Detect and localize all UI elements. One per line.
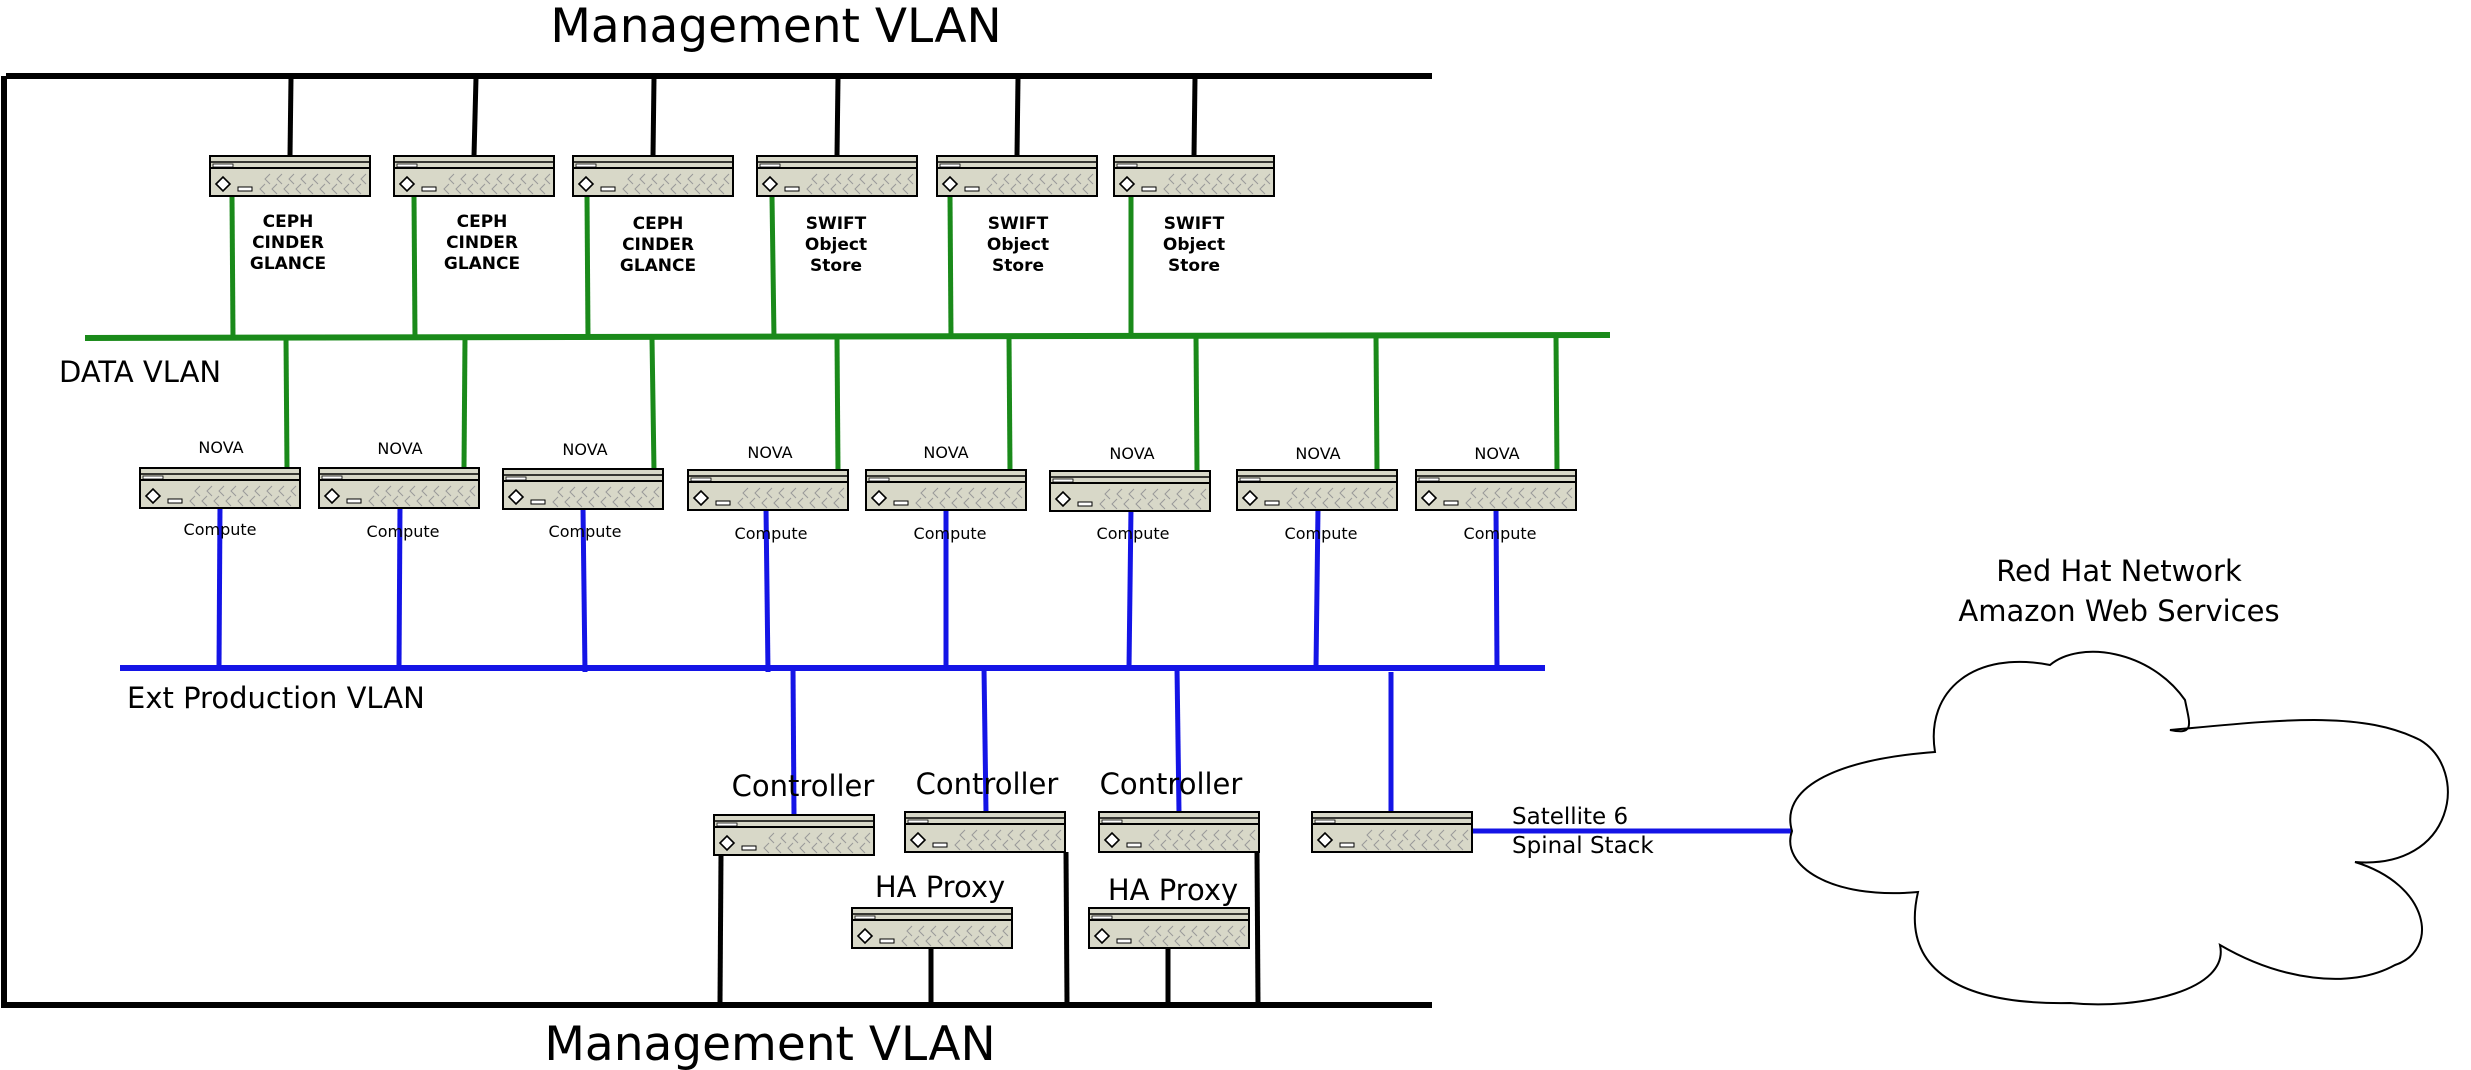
storage-server[interactable] xyxy=(1113,155,1275,197)
svg-text:Object: Object xyxy=(805,235,867,255)
compute-label: Compute xyxy=(1464,524,1537,543)
compute-server[interactable] xyxy=(1236,469,1398,511)
nova-label: NOVA xyxy=(198,438,243,457)
svg-text:Object: Object xyxy=(987,235,1049,255)
nova-label: NOVA xyxy=(1474,444,1519,463)
compute-label: Compute xyxy=(549,522,622,541)
cloud-label-line2: Amazon Web Services xyxy=(1958,594,2279,628)
nova-label: NOVA xyxy=(1295,444,1340,463)
ha-proxy-label: HA Proxy xyxy=(875,870,1005,904)
compute-server[interactable] xyxy=(1049,470,1211,512)
ha-proxy-server[interactable] xyxy=(851,907,1013,949)
storage-server[interactable] xyxy=(756,155,918,197)
svg-text:CINDER: CINDER xyxy=(446,233,518,253)
compute-server[interactable] xyxy=(1415,469,1577,511)
management-vlan-bottom-label: Management VLAN xyxy=(544,1017,995,1070)
storage-label: SWIFT Object Store xyxy=(1163,214,1225,276)
svg-text:Store: Store xyxy=(992,256,1044,276)
ext-production-vlan-label: Ext Production VLAN xyxy=(127,681,425,715)
compute-data-links xyxy=(283,335,1560,471)
spinal-stack-label: Spinal Stack xyxy=(1512,833,1654,859)
compute-label: Compute xyxy=(184,520,257,539)
storage-server[interactable] xyxy=(209,155,371,197)
nova-label: NOVA xyxy=(923,443,968,462)
compute-server[interactable] xyxy=(139,467,301,509)
svg-text:Store: Store xyxy=(1168,256,1220,276)
data-vlan-label: DATA VLAN xyxy=(59,355,221,389)
controller-label: Controller xyxy=(732,769,875,803)
svg-text:Object: Object xyxy=(1163,235,1225,255)
svg-text:CEPH: CEPH xyxy=(457,212,508,232)
ha-proxy-server[interactable] xyxy=(1088,907,1250,949)
satellite-label: Satellite 6 xyxy=(1512,804,1628,830)
cloud-icon[interactable] xyxy=(1789,650,2449,1006)
compute-server[interactable] xyxy=(865,469,1027,511)
management-vlan-top-label: Management VLAN xyxy=(550,0,1001,54)
controller-mgmt-links xyxy=(717,851,1261,1004)
svg-text:GLANCE: GLANCE xyxy=(250,254,326,274)
storage-mgmt-links xyxy=(287,77,1198,157)
controller-label: Controller xyxy=(916,767,1059,801)
ha-proxy-label: HA Proxy xyxy=(1108,873,1238,907)
controller-server[interactable] xyxy=(713,814,875,856)
svg-text:CINDER: CINDER xyxy=(622,235,694,255)
storage-server[interactable] xyxy=(393,155,555,197)
nova-label: NOVA xyxy=(377,439,422,458)
controller-server[interactable] xyxy=(1098,811,1260,853)
cloud-label-line1: Red Hat Network xyxy=(1996,554,2242,588)
storage-label: SWIFT Object Store xyxy=(805,214,867,276)
nova-label: NOVA xyxy=(747,443,792,462)
compute-server[interactable] xyxy=(502,468,664,510)
nova-label: NOVA xyxy=(562,440,607,459)
svg-text:GLANCE: GLANCE xyxy=(620,256,696,276)
svg-text:SWIFT: SWIFT xyxy=(806,214,867,234)
compute-label: Compute xyxy=(1285,524,1358,543)
controller-label: Controller xyxy=(1100,767,1243,801)
svg-text:SWIFT: SWIFT xyxy=(988,214,1049,234)
compute-ext-links xyxy=(216,505,1500,673)
storage-data-links xyxy=(229,195,1134,339)
storage-server[interactable] xyxy=(572,155,734,197)
svg-text:SWIFT: SWIFT xyxy=(1164,214,1225,234)
storage-server[interactable] xyxy=(936,155,1098,197)
controller-ext-links xyxy=(790,667,1394,816)
management-vlan-bus xyxy=(1,73,1432,1008)
compute-server[interactable] xyxy=(318,467,480,509)
svg-text:GLANCE: GLANCE xyxy=(444,254,520,274)
svg-text:CEPH: CEPH xyxy=(633,214,684,234)
compute-label: Compute xyxy=(367,522,440,541)
compute-server[interactable] xyxy=(687,469,849,511)
satellite-server[interactable] xyxy=(1311,811,1473,853)
data-vlan-bus xyxy=(84,332,1611,341)
storage-label: CEPH CINDER GLANCE xyxy=(250,212,326,274)
compute-label: Compute xyxy=(914,524,987,543)
storage-label: SWIFT Object Store xyxy=(987,214,1049,276)
controller-server[interactable] xyxy=(904,811,1066,853)
storage-label: CEPH CINDER GLANCE xyxy=(620,214,696,276)
svg-text:CEPH: CEPH xyxy=(263,212,314,232)
svg-text:Store: Store xyxy=(810,256,862,276)
nova-label: NOVA xyxy=(1109,444,1154,463)
storage-label: CEPH CINDER GLANCE xyxy=(444,212,520,274)
compute-label: Compute xyxy=(735,524,808,543)
compute-label: Compute xyxy=(1097,524,1170,543)
svg-text:CINDER: CINDER xyxy=(252,233,324,253)
